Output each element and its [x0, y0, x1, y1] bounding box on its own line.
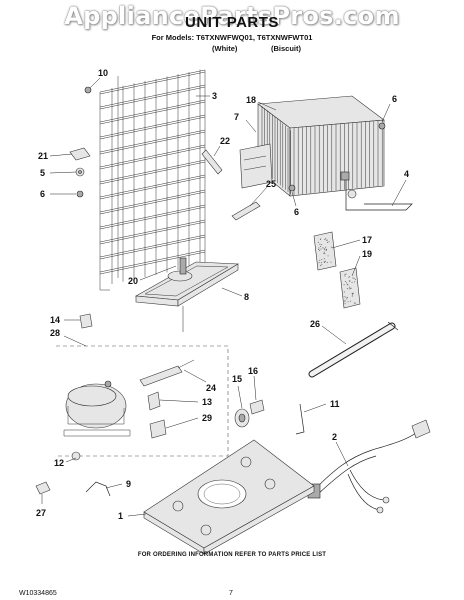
callout-2: 2: [332, 432, 337, 442]
callout-24: 24: [206, 383, 216, 393]
variant-white: (White): [212, 44, 238, 53]
defrost-thermostat: [340, 171, 413, 211]
callout-leaders: [41, 77, 407, 517]
screw-6-left: [76, 190, 84, 198]
callout-25: 25: [266, 179, 276, 189]
callout-8: 8: [244, 292, 249, 302]
base-plate: [143, 439, 315, 555]
callout-12: 12: [54, 458, 64, 468]
callout-16: 16: [248, 366, 258, 376]
clip-9: [85, 481, 111, 497]
callout-6-right: 6: [392, 94, 397, 104]
callout-6-left: 6: [40, 189, 45, 199]
bracket-14: [79, 313, 93, 329]
document-number: W10334865: [19, 590, 57, 597]
callout-19: 19: [362, 249, 372, 259]
fan-motor-parts: [234, 399, 305, 435]
callout-1: 1: [118, 511, 123, 521]
page-number: 7: [229, 590, 233, 597]
page-title: UNIT PARTS: [185, 14, 279, 31]
callout-26: 26: [310, 319, 320, 329]
heater-25: [231, 201, 261, 221]
cover-29: [149, 419, 167, 439]
tube-22: [201, 149, 223, 175]
callout-13: 13: [202, 397, 212, 407]
foam-blocks: [313, 231, 361, 309]
callout-15: 15: [232, 374, 242, 384]
screw-10: [84, 86, 92, 94]
callout-18: 18: [246, 95, 256, 105]
clip-27: [35, 481, 51, 495]
screw-16: [249, 399, 265, 415]
callouts: 10 3 18 7 6 22 21 5 6 25 6 4 17 19 20 8 …: [36, 68, 409, 521]
callout-10: 10: [98, 68, 108, 78]
callout-27: 27: [36, 508, 46, 518]
callout-4: 4: [404, 169, 409, 179]
condenser-coil: [99, 69, 206, 291]
evaporator-assembly: [239, 95, 385, 197]
callout-9: 9: [126, 479, 131, 489]
callout-5: 5: [40, 168, 45, 178]
callout-29: 29: [202, 413, 212, 423]
ordering-note: FOR ORDERING INFORMATION REFER TO PARTS …: [137, 552, 327, 558]
rod-11: [295, 403, 305, 435]
variant-biscuit: (Biscuit): [271, 44, 301, 53]
callout-17: 17: [362, 235, 372, 245]
callout-7: 7: [234, 112, 239, 122]
callout-22: 22: [220, 136, 230, 146]
callout-21: 21: [38, 151, 48, 161]
screw-6-right: [378, 122, 386, 130]
grommet-12: [71, 451, 81, 461]
drain-tube: [308, 321, 399, 378]
callout-20: 20: [128, 276, 138, 286]
callout-28: 28: [50, 328, 60, 338]
callout-6-lower: 6: [294, 207, 299, 217]
hardware-parts: [69, 86, 386, 221]
watermark: AppliancePartsPros.com: [64, 2, 400, 30]
defrost-pan: [135, 257, 240, 332]
callout-3: 3: [212, 91, 217, 101]
model-list: For Models: T6TXNWFWQ01, T6TXNWFWT01: [151, 33, 313, 42]
overload-13: [147, 391, 161, 411]
start-relay-24: [139, 365, 183, 387]
callout-14: 14: [50, 315, 60, 325]
compressor-kit: [56, 345, 229, 461]
clip-21: [69, 147, 91, 161]
screw-6-lower: [288, 184, 296, 192]
callout-11: 11: [330, 399, 340, 409]
wire-harness: [307, 419, 431, 514]
